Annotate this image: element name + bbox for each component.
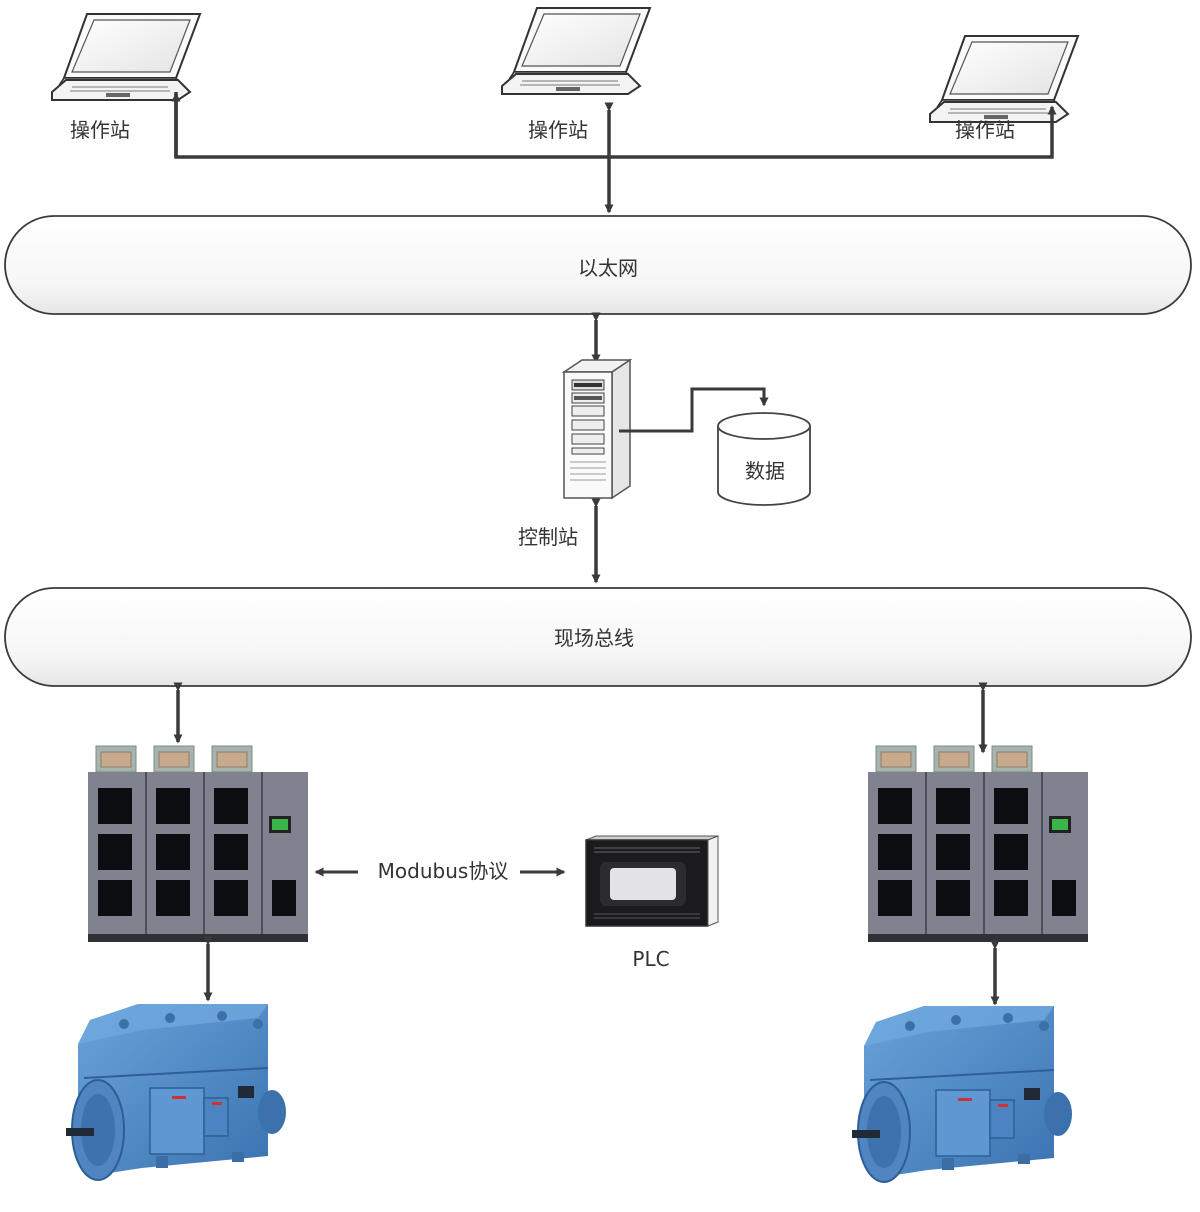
laptop-icon-right (929, 35, 1079, 123)
inverter-cabinet-icon-right (867, 745, 1089, 943)
fieldbus-label: 现场总线 (554, 626, 634, 650)
station-link-right (174, 92, 1057, 159)
data-label: 数据 (745, 459, 785, 483)
plc-label: PLC (632, 947, 669, 971)
protocol-label: Modubus协议 (378, 859, 509, 883)
control-station-label: 控制站 (518, 525, 578, 549)
laptop-icon-center (501, 7, 651, 95)
inverter-cabinet-icon-left (87, 745, 309, 943)
database-cylinder-icon (717, 412, 811, 506)
fieldbus-bus (4, 587, 1192, 687)
ethernet-label: 以太网 (578, 256, 638, 280)
operator-station-label-right: 操作站 (955, 118, 1015, 142)
electric-motor-icon-right (851, 1005, 1073, 1183)
server-data-link (619, 387, 769, 433)
electric-motor-icon-left (65, 1003, 287, 1181)
laptop-icon-left (51, 13, 201, 101)
server-tower-icon (561, 358, 633, 500)
operator-station-label-left: 操作站 (70, 118, 130, 142)
operator-station-label-center: 操作站 (528, 118, 588, 142)
plc-module-icon (585, 835, 719, 927)
